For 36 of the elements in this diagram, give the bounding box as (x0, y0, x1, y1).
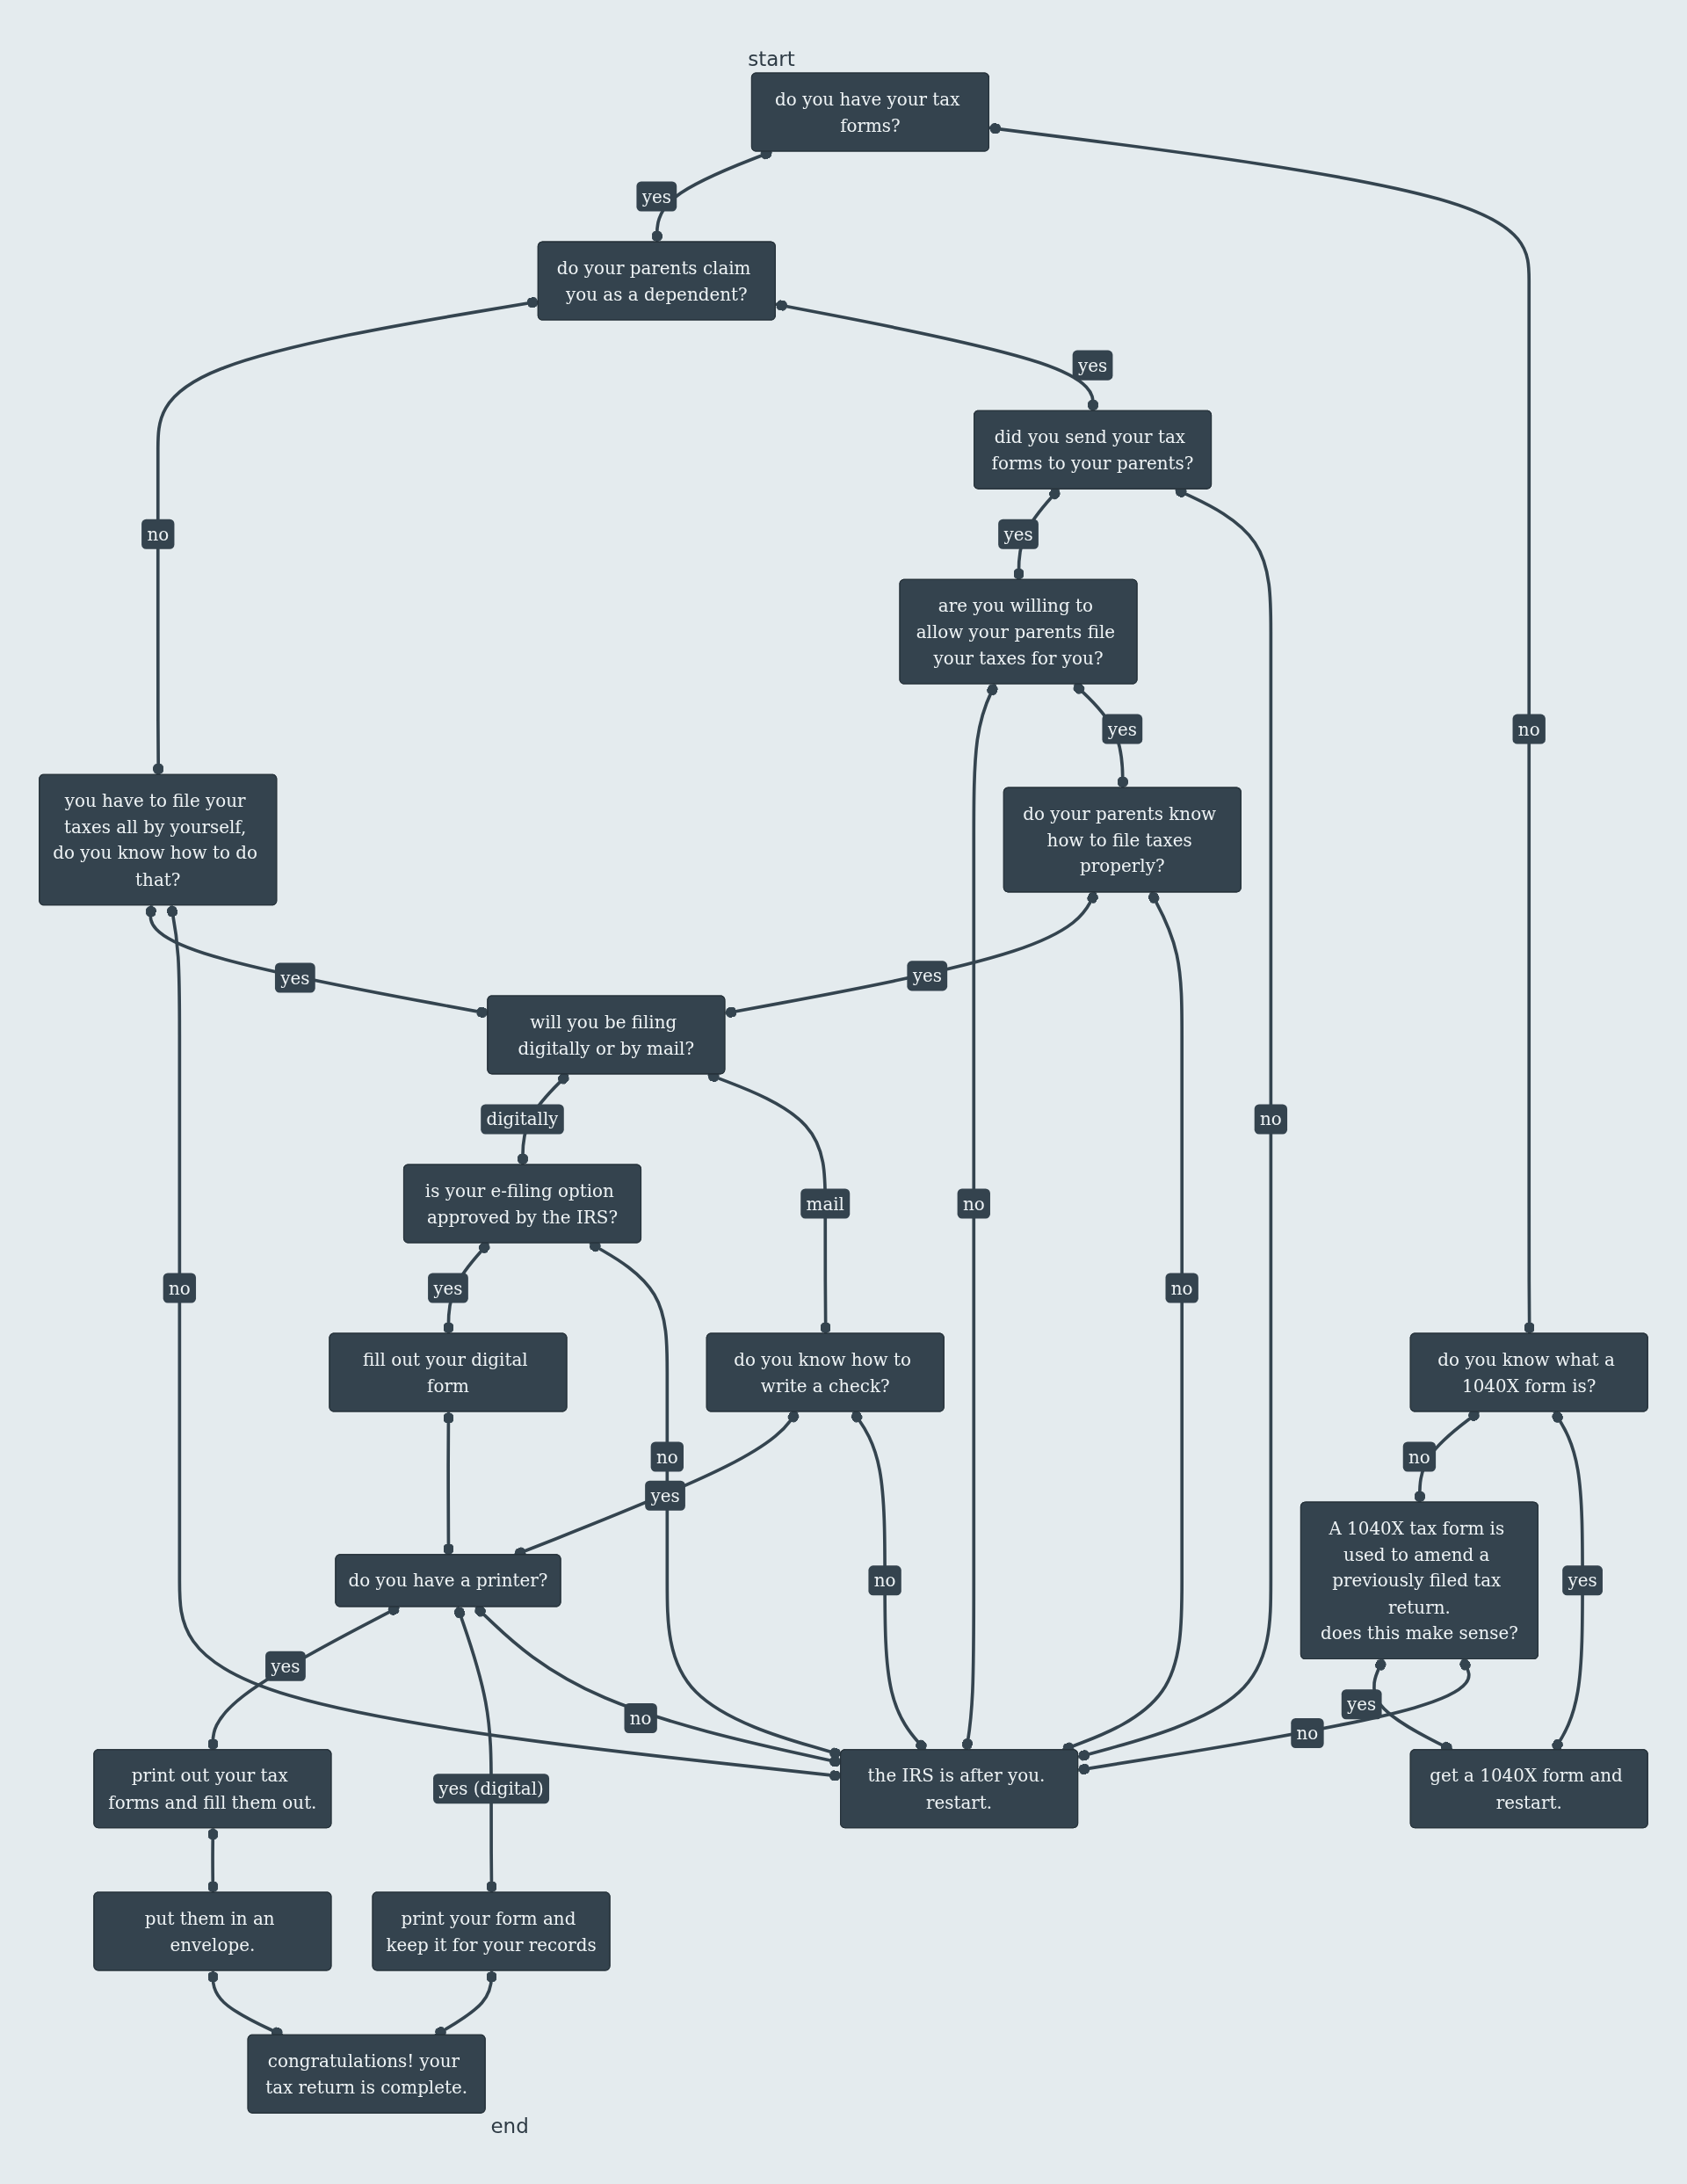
edge-label: yes (digital) (438, 1778, 544, 1799)
edge-label: no (168, 1277, 191, 1298)
edge-label: mail (806, 1193, 844, 1214)
edge-label: digitally (486, 1108, 559, 1129)
edge-label: no (1259, 1108, 1282, 1129)
edge-label: yes (271, 1656, 300, 1677)
edge-label: yes (1003, 523, 1033, 544)
connector (453, 1606, 497, 1893)
edge-label: no (962, 1193, 985, 1214)
edge-label: no (147, 523, 170, 544)
connector (725, 891, 1098, 1019)
node-caption: end (490, 2115, 529, 2138)
connector (961, 683, 998, 1751)
connector (443, 1411, 454, 1556)
edge-label: yes (912, 965, 942, 986)
edge-label: yes (1077, 354, 1108, 375)
edge-label: yes (1568, 1570, 1597, 1591)
edge-label: no (629, 1708, 652, 1729)
edge-label: yes (1347, 1694, 1377, 1715)
edge-label: no (655, 1446, 678, 1467)
connector (988, 122, 1535, 1334)
edge-label: no (1408, 1446, 1430, 1467)
edge-label: no (873, 1570, 896, 1591)
edge-label: yes (433, 1277, 463, 1298)
edge-label: yes (1107, 718, 1137, 739)
edge-label: yes (280, 967, 310, 988)
connector (166, 905, 842, 1781)
edge-label: yes (650, 1484, 680, 1506)
connector (775, 300, 1099, 411)
edge-label: yes (641, 185, 671, 207)
edge-label: no (1170, 1277, 1193, 1298)
edge-label: no (1296, 1723, 1319, 1744)
node-caption: start (748, 47, 795, 70)
connector (1077, 1658, 1471, 1775)
edge-label: no (1517, 718, 1540, 739)
connector (207, 1828, 219, 1893)
